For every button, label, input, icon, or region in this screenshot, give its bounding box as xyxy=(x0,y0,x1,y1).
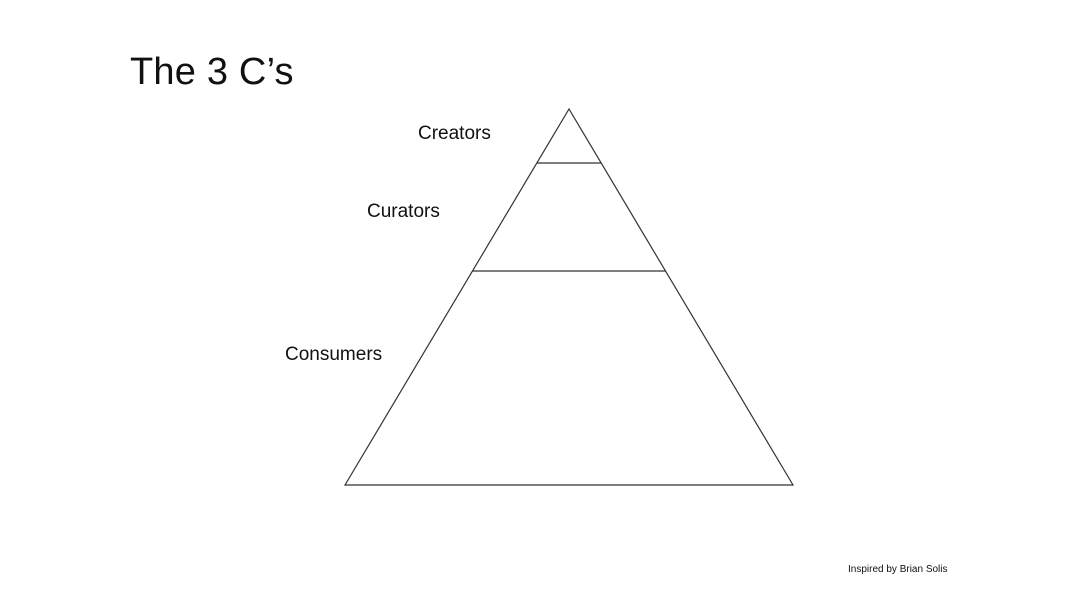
tier-label-curators: Curators xyxy=(367,201,440,222)
credit-note: Inspired by Brian Solis xyxy=(848,564,948,575)
tier-label-creators: Creators xyxy=(418,123,491,144)
tier-label-consumers: Consumers xyxy=(285,344,383,365)
slide-title: The 3 C’s xyxy=(130,51,294,93)
pyramid-outline xyxy=(343,107,795,486)
